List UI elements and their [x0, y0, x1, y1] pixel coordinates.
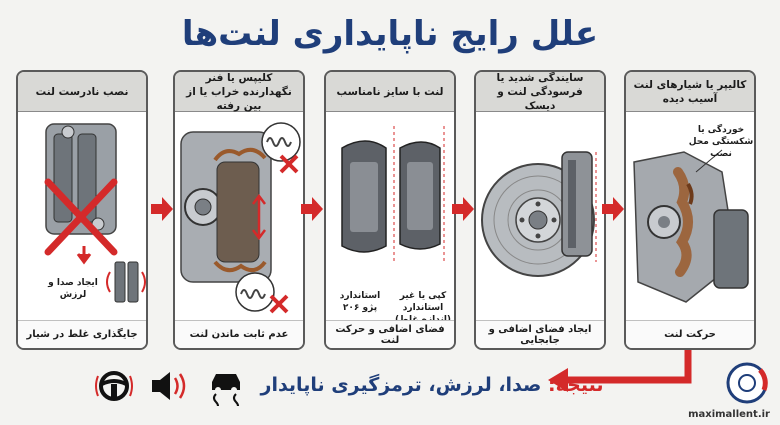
- panel-footer: عدم ثابت ماندن لنت: [175, 320, 303, 348]
- result-statement: نتیجه: صدا، لرزش، ترمزگیری ناپایدار: [252, 368, 612, 402]
- panel-footer: فضای اضافی و حرکت لنت: [326, 320, 454, 348]
- worn-disc-illustration: [476, 112, 604, 322]
- panel-footer: جایگذاری غلط در شیار: [18, 320, 146, 348]
- panel-wrong-size-pad: لنت با سایز نامناسب استاندارد پژو ۲۰۶ کپ…: [324, 70, 456, 350]
- panel-header: سایندگی شدید یا فرسودگی لنت و دیسک: [476, 72, 604, 112]
- arrow-right-icon: [602, 197, 624, 221]
- panel-incorrect-installation: نصب نادرست لنت ایجاد صدا و لرزش جایگذاری…: [16, 70, 148, 350]
- panel-header: کالیپر یا شیارهای لنت آسیب دیده: [626, 72, 754, 112]
- standard-pad-label: استاندارد پژو ۲۰۶: [339, 291, 381, 313]
- arrow-right-icon: [151, 197, 173, 221]
- panel-damaged-caliper: کالیپر یا شیارهای لنت آسیب دیده خوردگی ی…: [624, 70, 756, 350]
- arrow-right-icon: [301, 197, 323, 221]
- panel-footer: ایجاد فضای اضافی و جابجایی: [476, 320, 604, 348]
- brake-pads-comparison-illustration: [326, 112, 454, 322]
- rusty-clip-illustration: [175, 112, 303, 322]
- brake-disc-logo-icon: [726, 362, 768, 404]
- website-url[interactable]: maximallent.ir: [688, 409, 770, 420]
- result-arrow-icon: [548, 350, 692, 392]
- result-text: صدا، لرزش، ترمزگیری ناپایدار: [260, 374, 549, 396]
- steering-wheel-icon: [95, 371, 133, 401]
- noise-vibration-label: ایجاد صدا و لرزش: [48, 278, 98, 300]
- panel-header: کلیپس یا فنر نگهدارنده خراب یا از بین رف…: [175, 72, 303, 112]
- speaker-icon: [152, 372, 186, 400]
- corrosion-label: خوردگی یا شکستگی محل نصب: [688, 125, 754, 159]
- panel-header: لنت با سایز نامناسب: [326, 72, 454, 112]
- arrow-right-icon: [452, 197, 474, 221]
- page-title: علل رایج ناپایداری لنت‌ها: [181, 14, 599, 54]
- skidding-car-icon: [212, 374, 240, 406]
- caliper-wrong-install-illustration: [18, 112, 146, 322]
- panel-header: نصب نادرست لنت: [18, 72, 146, 112]
- panel-broken-clip: کلیپس یا فنر نگهدارنده خراب یا از بین رف…: [173, 70, 305, 350]
- result-prefix: نتیجه:: [548, 374, 604, 396]
- corroded-caliper-illustration: [626, 112, 754, 322]
- panel-severe-wear: سایندگی شدید یا فرسودگی لنت و دیسک ایجاد…: [474, 70, 606, 350]
- panel-footer: حرکت لنت: [626, 320, 754, 348]
